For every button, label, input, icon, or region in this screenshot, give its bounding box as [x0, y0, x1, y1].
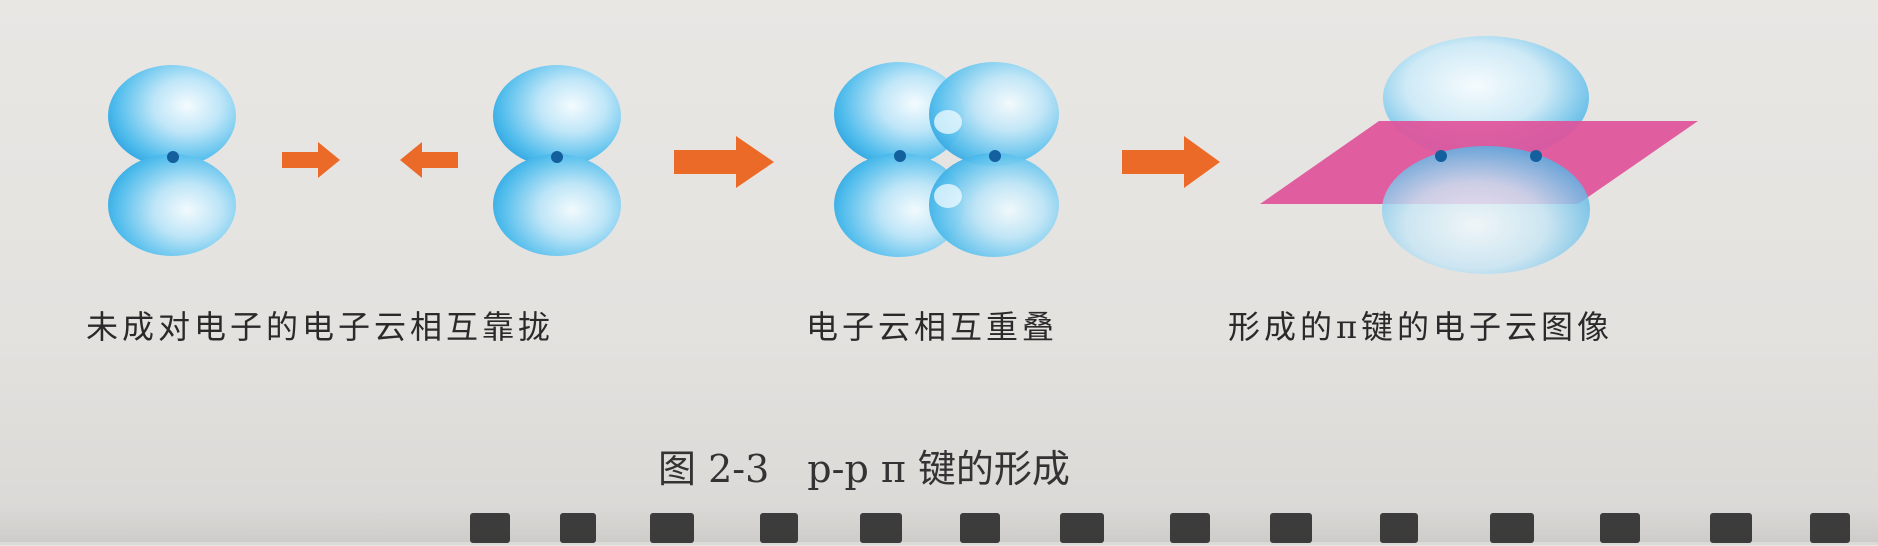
caption-orbitals-approaching: 未成对电子的电子云相互靠拢 — [86, 308, 555, 346]
caption-orbitals-overlapping: 电子云相互重叠 — [806, 308, 1059, 346]
orbital-lower-lobe — [108, 154, 236, 256]
orbital-upper-lobe — [834, 62, 964, 166]
nucleus-dot — [1530, 150, 1542, 162]
pi-bond-lower-lobe — [1382, 146, 1590, 274]
nucleus-dot — [1435, 150, 1447, 162]
nucleus-dot — [551, 151, 563, 163]
caption-pi-bond-image: 形成的π键的电子云图像 — [1228, 308, 1614, 346]
p-orbital-right-approaching — [493, 65, 621, 256]
overlap-highlight — [934, 110, 962, 134]
nucleus-dot — [894, 150, 906, 162]
arrow-left-icon — [400, 142, 458, 178]
overlapping-orbitals — [834, 62, 1059, 257]
p-orbital-left-approaching — [108, 65, 236, 256]
orbital-lower-lobe — [929, 153, 1059, 257]
figure-title: 图 2-3 p-p π 键的形成 — [658, 447, 1070, 491]
overlap-highlight — [934, 184, 962, 208]
cut-off-next-line — [0, 505, 1878, 545]
orbital-lower-lobe — [834, 153, 964, 257]
orbital-upper-lobe — [108, 65, 236, 167]
nucleus-dot — [989, 150, 1001, 162]
nucleus-dot — [167, 151, 179, 163]
arrow-right-icon — [282, 142, 340, 178]
arrow-right-icon — [1122, 136, 1220, 188]
arrow-right-icon — [674, 136, 774, 188]
orbital-upper-lobe — [929, 62, 1059, 166]
orbital-upper-lobe — [493, 65, 621, 167]
pi-bond-cloud — [1260, 36, 1698, 274]
orbital-lower-lobe — [493, 154, 621, 256]
